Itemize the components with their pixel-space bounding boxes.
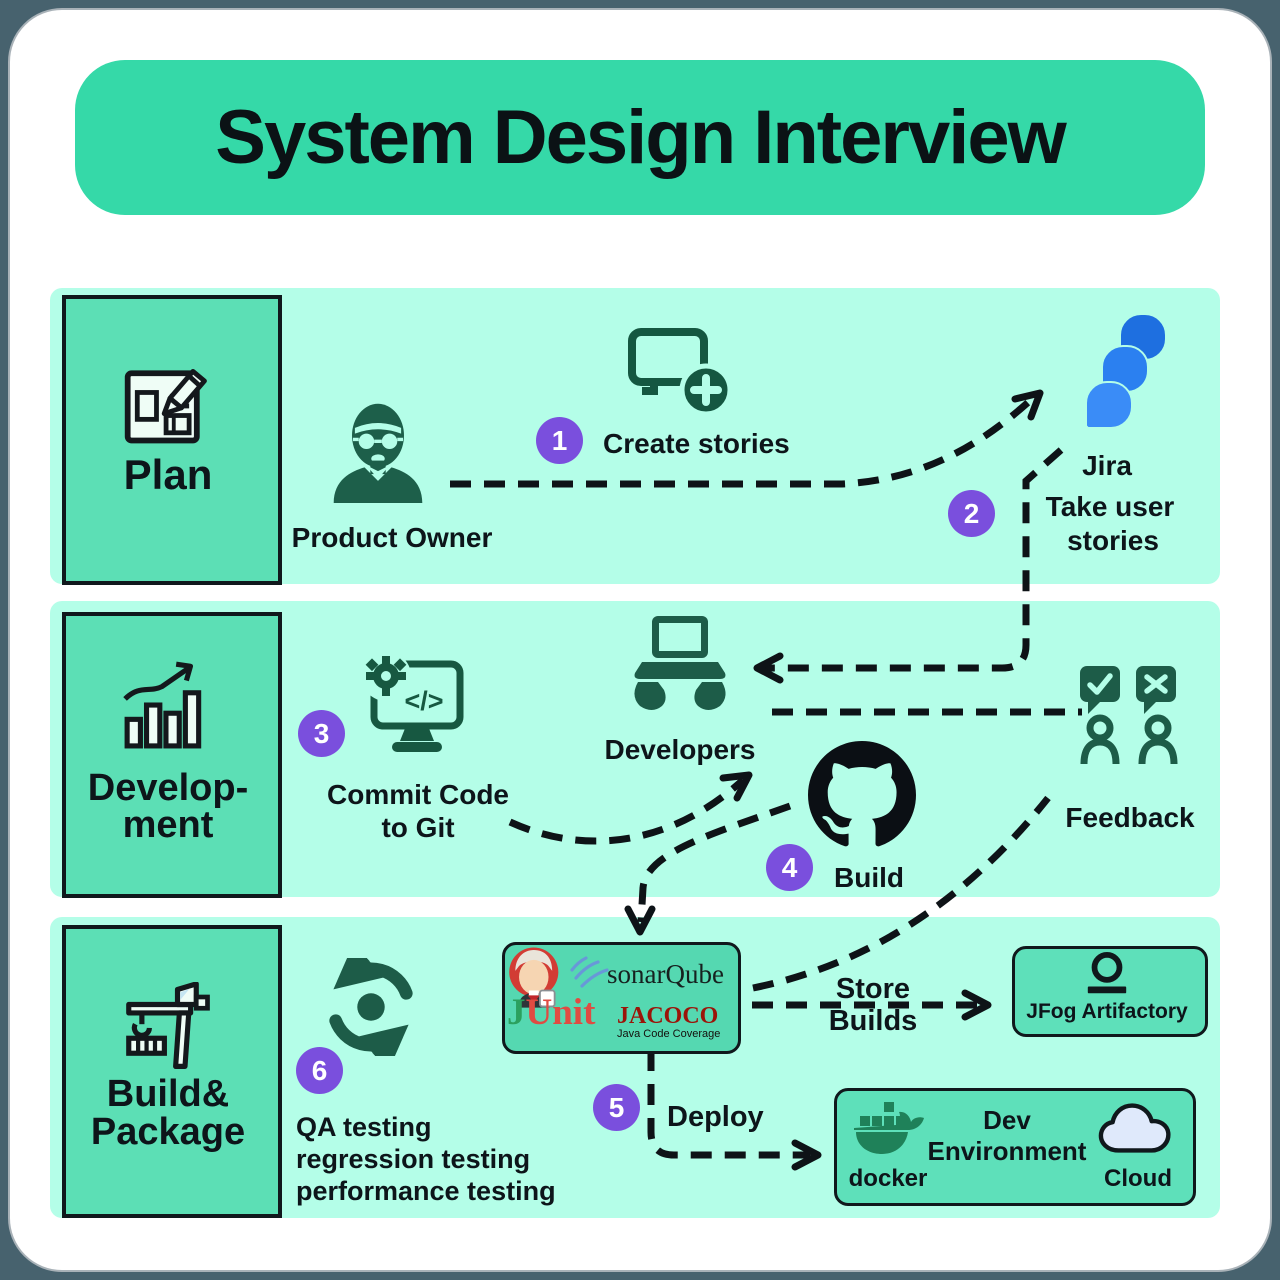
svg-text:</>: </> — [404, 686, 443, 716]
take-user-stories-line2: stories — [1067, 525, 1159, 556]
step-1-badge: 1 — [536, 417, 583, 464]
artifactory-label: JFog Artifactory — [1026, 1000, 1188, 1023]
growth-chart-icon — [123, 661, 202, 749]
plan-document-icon — [124, 368, 207, 444]
step-4-badge: 4 — [766, 844, 813, 891]
build-label: Build — [834, 862, 904, 893]
jacoco-logo: JACOCO — [617, 1003, 719, 1029]
step-2-badge: 2 — [948, 490, 995, 537]
dev-environment-line2: Environment — [927, 1136, 1087, 1166]
product-owner-icon — [333, 403, 423, 503]
product-owner-label: Product Owner — [291, 522, 493, 553]
build-package-card — [62, 925, 282, 1218]
store-builds-line1: Store — [835, 973, 911, 1005]
junit-logo-j: J — [507, 992, 526, 1033]
qa-testing-line3: performance testing — [296, 1176, 556, 1206]
commit-code-line1: Commit Code — [327, 779, 509, 810]
junit-logo-unit: Unit — [525, 992, 596, 1033]
development-card-line1: Develop- — [87, 767, 249, 809]
commit-code-icon: </> — [361, 654, 464, 752]
cloud-icon — [1098, 1103, 1171, 1153]
feedback-icon — [1080, 666, 1178, 765]
crane-icon — [126, 982, 210, 1069]
junit-logo: JUnit — [507, 992, 596, 1034]
create-stories-icon — [628, 328, 733, 417]
build-package-line1: Build& — [106, 1073, 230, 1115]
title-banner: System Design Interview — [75, 60, 1205, 215]
take-user-stories-line1: Take user — [1045, 491, 1175, 522]
development-card-line2: ment — [122, 804, 214, 846]
feedback-label: Feedback — [1065, 802, 1195, 833]
developers-laptop-icon — [634, 616, 726, 710]
jfrog-artifactory-icon — [1087, 952, 1127, 994]
development-card — [62, 612, 282, 898]
store-builds-line2: Builds — [828, 1005, 918, 1037]
sonarqube-waves-icon — [570, 956, 609, 988]
cloud-label: Cloud — [1104, 1165, 1172, 1192]
commit-code-line2: to Git — [381, 812, 455, 843]
qa-testing-line2: regression testing — [296, 1144, 531, 1174]
jira-label: Jira — [1082, 450, 1132, 481]
github-logo — [808, 741, 916, 847]
dev-environment-line1: Dev — [983, 1105, 1031, 1135]
jacoco-subtitle: Java Code Coverage — [617, 1028, 721, 1040]
build-package-line2: Package — [90, 1111, 246, 1153]
plan-card-label: Plan — [123, 451, 213, 498]
developers-label: Developers — [604, 734, 756, 765]
deploy-label: Deploy — [667, 1101, 764, 1133]
step-3-badge: 3 — [298, 710, 345, 757]
docker-logo — [854, 1102, 924, 1154]
create-stories-label: Create stories — [603, 428, 790, 459]
page-title: System Design Interview — [215, 95, 1066, 180]
step-5-badge: 5 — [593, 1084, 640, 1131]
sonarqube-logo: sonarQube — [607, 959, 724, 989]
jenkins-logo — [509, 947, 559, 1008]
refresh-cycle-icon — [329, 958, 413, 1056]
jira-logo — [1086, 314, 1166, 429]
qa-testing-line1: QA testing — [296, 1112, 432, 1142]
step-6-badge: 6 — [296, 1047, 343, 1094]
docker-label: docker — [848, 1165, 928, 1192]
